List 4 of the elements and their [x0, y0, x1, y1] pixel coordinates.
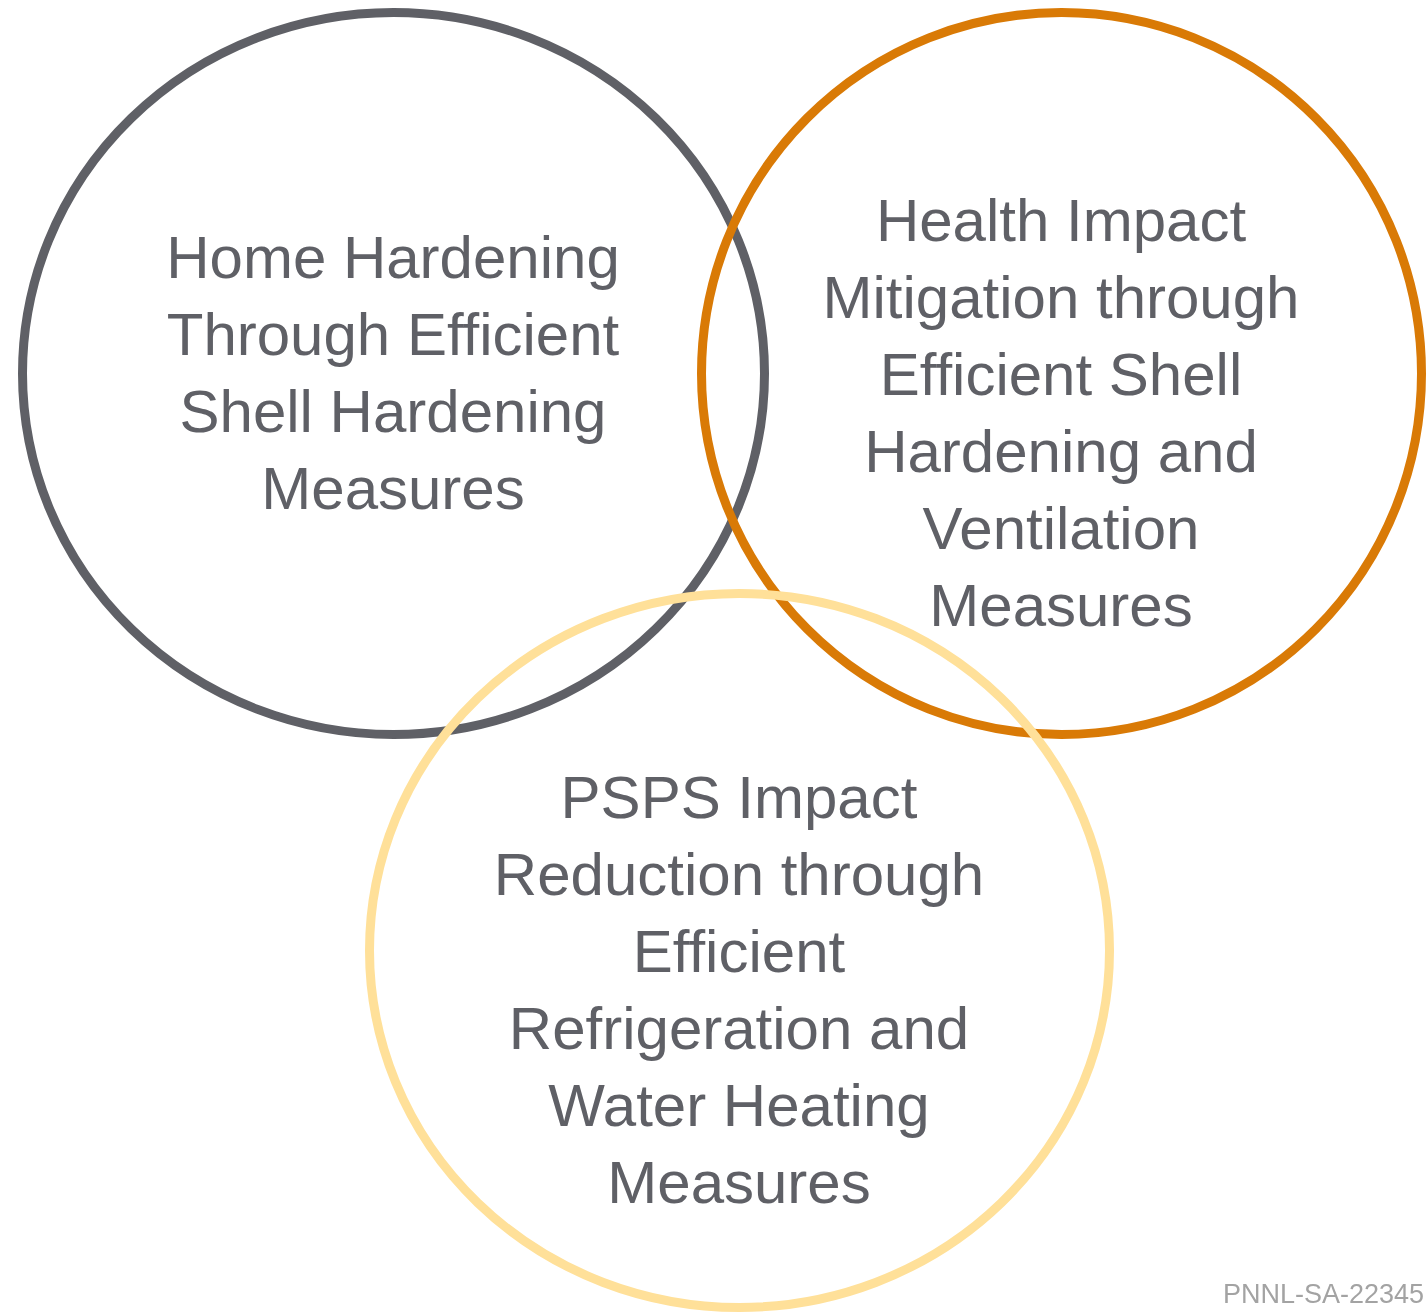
circle-text: Health Impact Mitigation through Efficient Shell Hardening and Ventilation Measures [821, 186, 1301, 641]
document-id: PNNL-SA-22345 [1222, 1279, 1424, 1309]
circle-text: Home Hardening Through Efficient Shell Hardening Measures [165, 223, 621, 524]
circle-text: PSPS Impact Reduction through Efficient Refrigeration and Water Heating Measures [492, 763, 986, 1218]
